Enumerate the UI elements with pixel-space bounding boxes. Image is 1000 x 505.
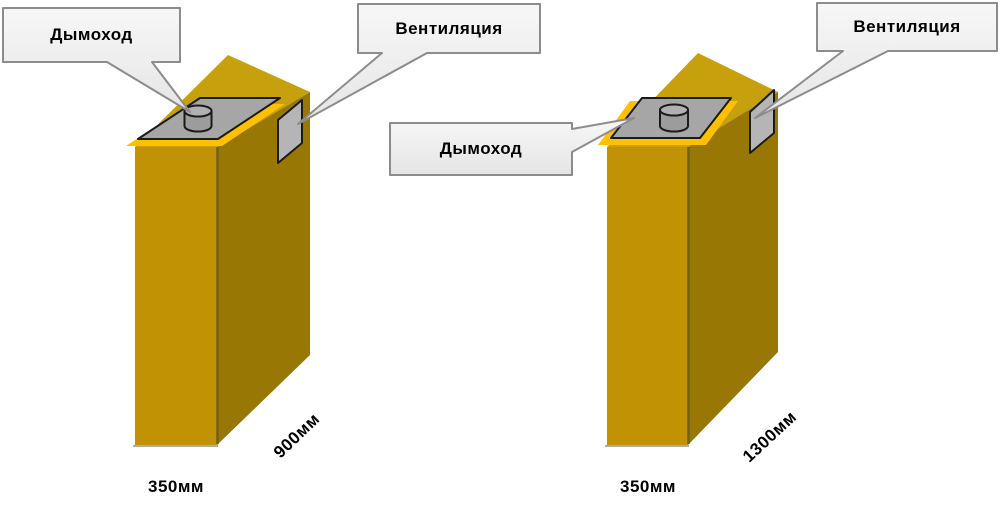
right-chimney-pipe-top	[659, 103, 689, 117]
left-vent-callout-bubble	[297, 3, 541, 125]
right-chimney-callout-bubble	[389, 117, 635, 176]
left-vent-label: Вентиляция	[395, 18, 503, 38]
left-chimney-label: Дымоход	[50, 25, 133, 44]
right-vent-label: Вентиляция	[853, 17, 961, 36]
right-unit-box	[598, 53, 778, 447]
left-box-front-face	[135, 147, 217, 445]
left-unit-box	[126, 55, 310, 447]
right-box-front-face	[607, 147, 688, 445]
left-chimney-callout-bubble	[2, 7, 191, 113]
right-width-dimension-label: 350мм	[619, 477, 677, 496]
left-width-dimension-label: 350мм	[147, 477, 205, 496]
right-chimney-label: Дымоход	[439, 139, 523, 158]
right-vent-opening	[749, 89, 775, 154]
right-vent-callout-bubble	[754, 2, 998, 119]
right-box-side-face	[688, 92, 778, 445]
left-vent-opening	[277, 99, 303, 164]
left-chimney-pipe-top	[183, 104, 213, 118]
left-box-side-face	[217, 92, 310, 445]
